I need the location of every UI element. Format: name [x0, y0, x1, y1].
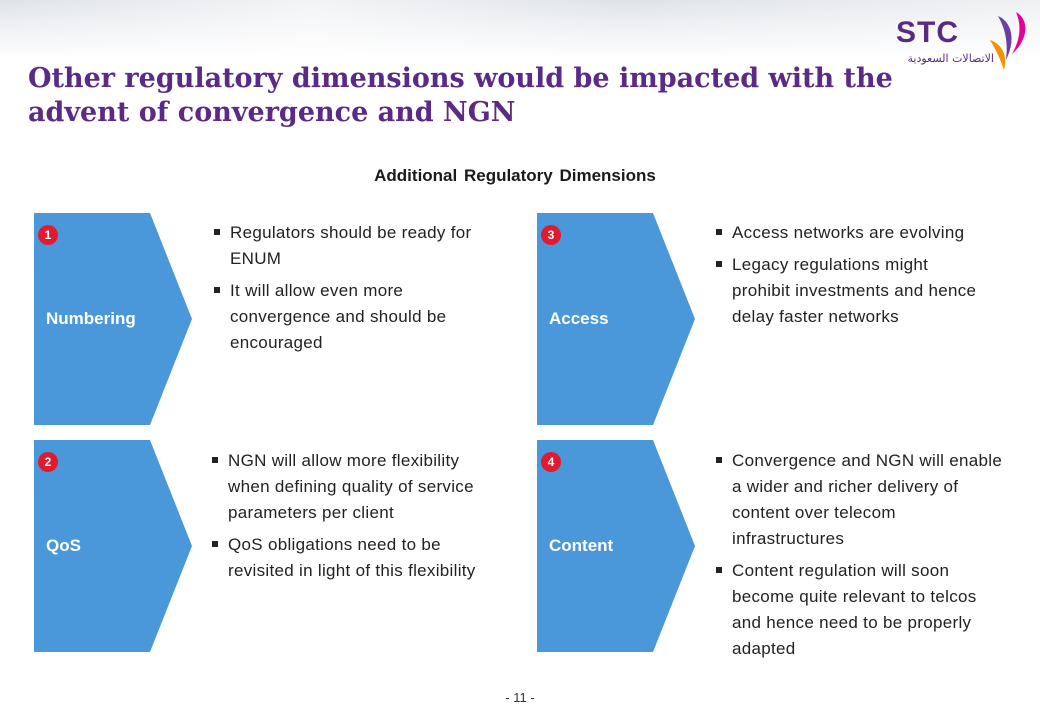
- bullet-list-content: Convergence and NGN will enable a wider …: [714, 448, 1004, 668]
- chevron-shape: [34, 213, 192, 425]
- number-badge: 4: [541, 452, 561, 472]
- bullet-item: Content regulation will soon become quit…: [714, 558, 1004, 662]
- bullet-item: NGN will allow more flexibility when def…: [210, 448, 502, 526]
- logo-wordmark: STC: [896, 16, 959, 49]
- chevron-content: 4 Content: [537, 440, 697, 652]
- number-badge: 1: [38, 225, 58, 245]
- logo-arabic-text: الاتصالات السعودية: [907, 52, 994, 65]
- bullet-item: QoS obligations need to be revisited in …: [210, 532, 502, 584]
- number-badge: 2: [38, 452, 58, 472]
- chevron-access: 3 Access: [537, 213, 697, 425]
- chevron-shape: [34, 440, 192, 652]
- section-subtitle: Additional Regulatory Dimensions: [374, 166, 656, 185]
- bullet-list-access: Access networks are evolving Legacy regu…: [714, 220, 984, 336]
- chevron-shape: [537, 440, 695, 652]
- chevron-numbering: 1 Numbering: [34, 213, 194, 425]
- page-number: - 11 -: [505, 690, 535, 705]
- bullet-item: Convergence and NGN will enable a wider …: [714, 448, 1004, 552]
- bullet-item: Legacy regulations might prohibit invest…: [714, 252, 984, 330]
- number-badge: 3: [541, 225, 561, 245]
- chevron-label: Access: [549, 309, 609, 328]
- stc-logo: STC الاتصالات السعودية: [888, 10, 1033, 72]
- bullet-list-numbering: Regulators should be ready for ENUM It w…: [212, 220, 502, 362]
- page-title: Other regulatory dimensions would be imp…: [28, 63, 893, 128]
- chevron-label: Numbering: [46, 309, 136, 328]
- bullet-item: It will allow even more convergence and …: [212, 278, 502, 356]
- header-band: [0, 0, 1040, 58]
- bullet-list-qos: NGN will allow more flexibility when def…: [210, 448, 502, 590]
- chevron-shape: [537, 213, 695, 425]
- bullet-item: Regulators should be ready for ENUM: [212, 220, 502, 272]
- chevron-label: Content: [549, 536, 614, 555]
- logo-swirl-icon: [990, 12, 1026, 70]
- chevron-qos: 2 QoS: [34, 440, 194, 652]
- chevron-label: QoS: [46, 536, 81, 555]
- bullet-item: Access networks are evolving: [714, 220, 984, 246]
